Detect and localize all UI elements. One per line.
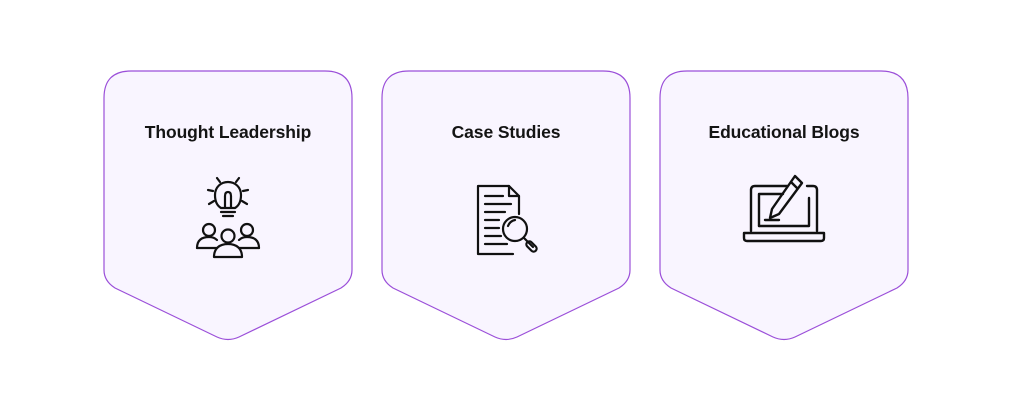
card-title: Educational Blogs	[708, 122, 860, 142]
laptop-pen-icon	[742, 174, 826, 243]
card-shape	[381, 70, 631, 341]
card-thought-leadership: Thought Leadership	[103, 70, 353, 342]
card-title: Thought Leadership	[144, 122, 312, 142]
card-educational-blogs: Educational Blogs	[659, 70, 909, 342]
document-magnifier-icon	[476, 184, 538, 256]
card-title: Case Studies	[451, 122, 561, 142]
card-case-studies: Case Studies	[381, 70, 631, 342]
lightbulb-team-icon	[195, 176, 261, 259]
card-shape	[103, 70, 353, 341]
